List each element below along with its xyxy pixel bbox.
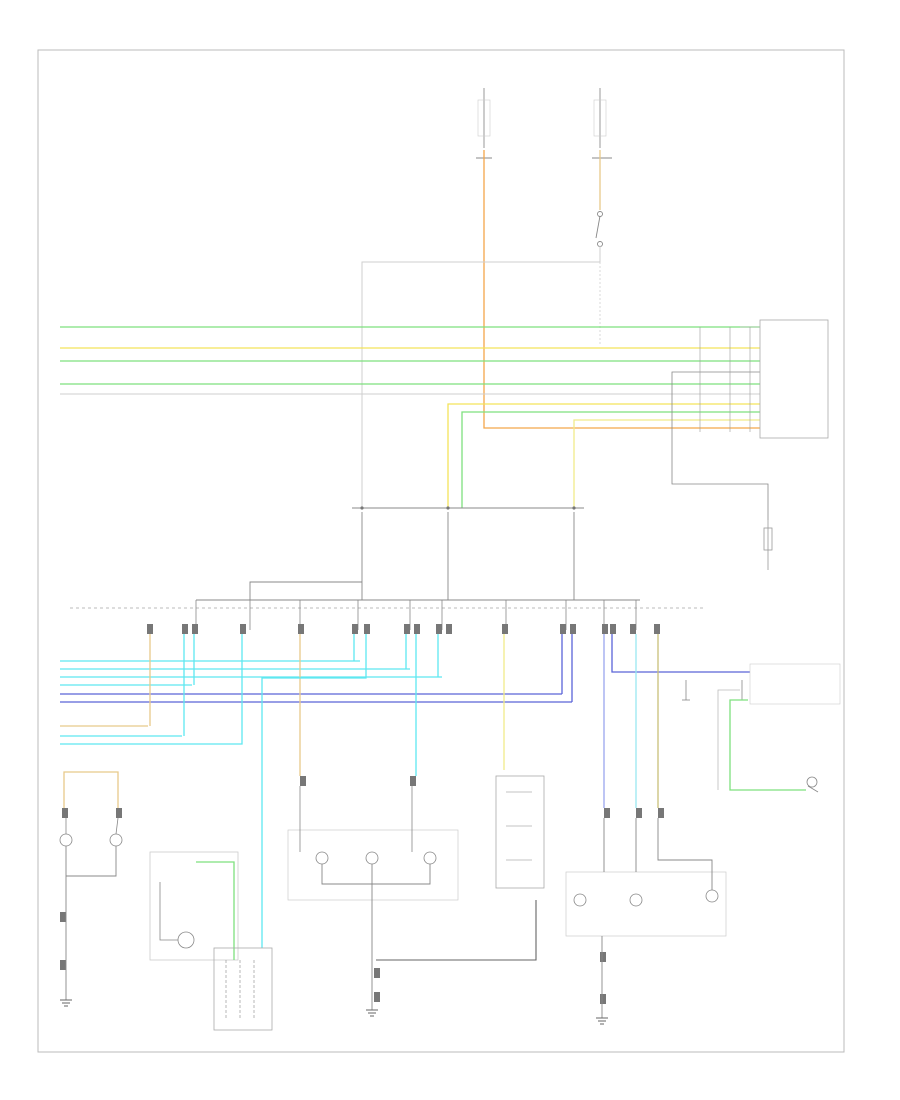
wire-yellow-drop [447, 403, 760, 508]
wire-green-drop [461, 411, 760, 508]
wire-gray-left-branch [249, 581, 362, 600]
fuse-left-top [477, 88, 491, 148]
wire-tan-lamp-loop [63, 771, 119, 808]
wire-gray-lamp-ground [65, 846, 117, 1000]
diagram-frame [37, 49, 845, 1053]
left-tail-lamp-assembly [287, 786, 459, 901]
wire-gray-right-lower [717, 689, 740, 790]
wire-gray-license [159, 882, 178, 941]
wire-green-right-lower [729, 699, 806, 791]
right-side-component [763, 520, 773, 570]
wire-orange-fuse-feed [483, 150, 760, 429]
center-switch-box [495, 775, 545, 889]
right-lower-module [741, 663, 841, 705]
right-ground-symbol [596, 1017, 608, 1025]
stop-lamp-switch [595, 211, 603, 247]
wire-gray-right-tail [603, 818, 713, 890]
wire-cyan-v-366 [261, 634, 367, 948]
fuse-right-top [593, 88, 607, 148]
wire-cyan-v-242 [186, 634, 243, 745]
left-lamp-2 [109, 817, 123, 847]
wire-gray-module-side [671, 371, 769, 520]
splice-points [360, 506, 576, 510]
wire-blue-to-right-module [611, 634, 750, 673]
right-upper-ground [682, 680, 690, 701]
wire-yellow-drop-2 [573, 419, 760, 508]
left-ground-symbol [60, 999, 72, 1007]
connector-blocks [60, 624, 664, 1004]
bottom-left-connector [213, 947, 273, 1031]
wire-gray-switch-out [361, 246, 601, 508]
wire-gray-center-bottom [376, 900, 537, 961]
wire-green-license [196, 861, 235, 960]
wire-gray-tail-ground [321, 864, 431, 1010]
passenger-switch [806, 776, 819, 793]
module-pin-ticks [699, 327, 751, 432]
right-tail-lamp-assembly [565, 871, 727, 937]
center-ground-symbol [366, 1009, 378, 1017]
license-lamp-motor [149, 851, 239, 961]
left-lamp-1 [59, 818, 73, 847]
